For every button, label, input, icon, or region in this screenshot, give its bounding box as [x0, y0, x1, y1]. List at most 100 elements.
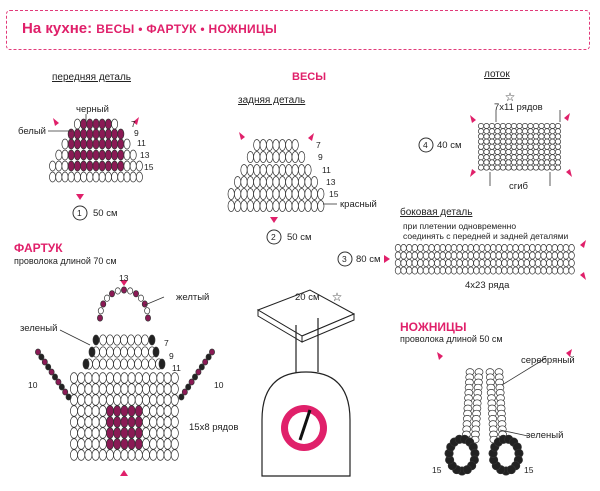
bead [121, 286, 127, 294]
bead [134, 438, 143, 450]
page-title: На кухне: ВЕСЫ • ФАРТУК • НОЖНИЦЫ [22, 20, 277, 37]
bead [521, 128, 529, 135]
bead [70, 438, 78, 450]
bead [462, 465, 472, 475]
bead [557, 266, 564, 275]
bead [278, 151, 286, 163]
bead [129, 149, 137, 161]
bead [568, 244, 575, 252]
bead [92, 149, 100, 161]
bead [510, 164, 518, 171]
bead [142, 449, 150, 461]
tray-beads [477, 123, 562, 171]
front-row-9: 9 [134, 128, 139, 138]
bead [246, 188, 254, 200]
bead [156, 372, 165, 384]
scissors-right-15: 15 [524, 465, 534, 475]
bead [532, 154, 540, 161]
bead [113, 346, 121, 358]
bead [538, 164, 545, 171]
bead [98, 427, 107, 439]
bead [84, 383, 93, 395]
step-circle-3 [337, 251, 353, 267]
bead [73, 160, 81, 172]
bead [82, 358, 90, 370]
front-row-7: 7 [131, 119, 136, 129]
bead [549, 133, 556, 140]
bead [298, 188, 306, 200]
bead [141, 358, 149, 370]
bead [80, 171, 88, 183]
bead [80, 160, 88, 172]
bead [84, 394, 93, 406]
bead [532, 149, 540, 155]
bead [546, 266, 553, 275]
bead [92, 334, 100, 346]
bead [48, 368, 55, 376]
bead [554, 143, 562, 150]
bead [483, 123, 490, 129]
bead [127, 346, 135, 358]
bead [138, 294, 144, 302]
bead [549, 143, 556, 150]
bead [439, 259, 446, 267]
front-detail-label: передняя деталь [52, 72, 131, 83]
bead [127, 427, 136, 439]
bead [67, 171, 75, 183]
bead [554, 159, 562, 166]
bead [170, 427, 179, 439]
bead [494, 154, 501, 161]
bead [483, 149, 490, 155]
side-note-line1: при плетении одновременно [403, 221, 517, 231]
bead [106, 394, 114, 406]
bead [445, 251, 452, 260]
bead [127, 405, 136, 417]
bead [462, 266, 469, 275]
bead [123, 171, 131, 183]
bead [551, 251, 558, 260]
bead [527, 143, 534, 150]
bead [84, 372, 93, 384]
bead [478, 251, 486, 260]
bead [518, 244, 525, 252]
bead [554, 154, 562, 161]
bead [523, 244, 530, 252]
bead [506, 266, 514, 275]
bead [521, 123, 529, 129]
bead [483, 138, 490, 145]
bead [84, 449, 93, 461]
bead [417, 259, 424, 267]
bead [134, 416, 143, 428]
bead [92, 138, 100, 150]
bead [394, 244, 402, 252]
bead [86, 171, 94, 183]
bead [106, 383, 114, 395]
bead [234, 188, 242, 200]
bead [134, 449, 143, 461]
bead [298, 200, 306, 212]
bead [510, 154, 518, 161]
bead [562, 266, 570, 275]
bead [35, 348, 41, 356]
bead [439, 251, 446, 260]
bead [178, 393, 185, 401]
bead [291, 176, 299, 188]
back-detail-label: задняя деталь [238, 95, 306, 106]
bead [106, 372, 114, 384]
bead [488, 138, 496, 145]
bead [310, 200, 318, 212]
bead [490, 251, 497, 260]
bead [77, 383, 86, 395]
bead [494, 149, 501, 155]
bead [494, 133, 501, 140]
bead [73, 138, 81, 150]
bead [477, 138, 485, 145]
bead [91, 394, 100, 406]
side-detail-label: боковая деталь [400, 207, 473, 218]
bead [158, 358, 166, 370]
bead [259, 200, 267, 212]
bead [505, 154, 512, 161]
bead [195, 368, 202, 376]
bead [518, 259, 525, 267]
bead [488, 143, 496, 150]
